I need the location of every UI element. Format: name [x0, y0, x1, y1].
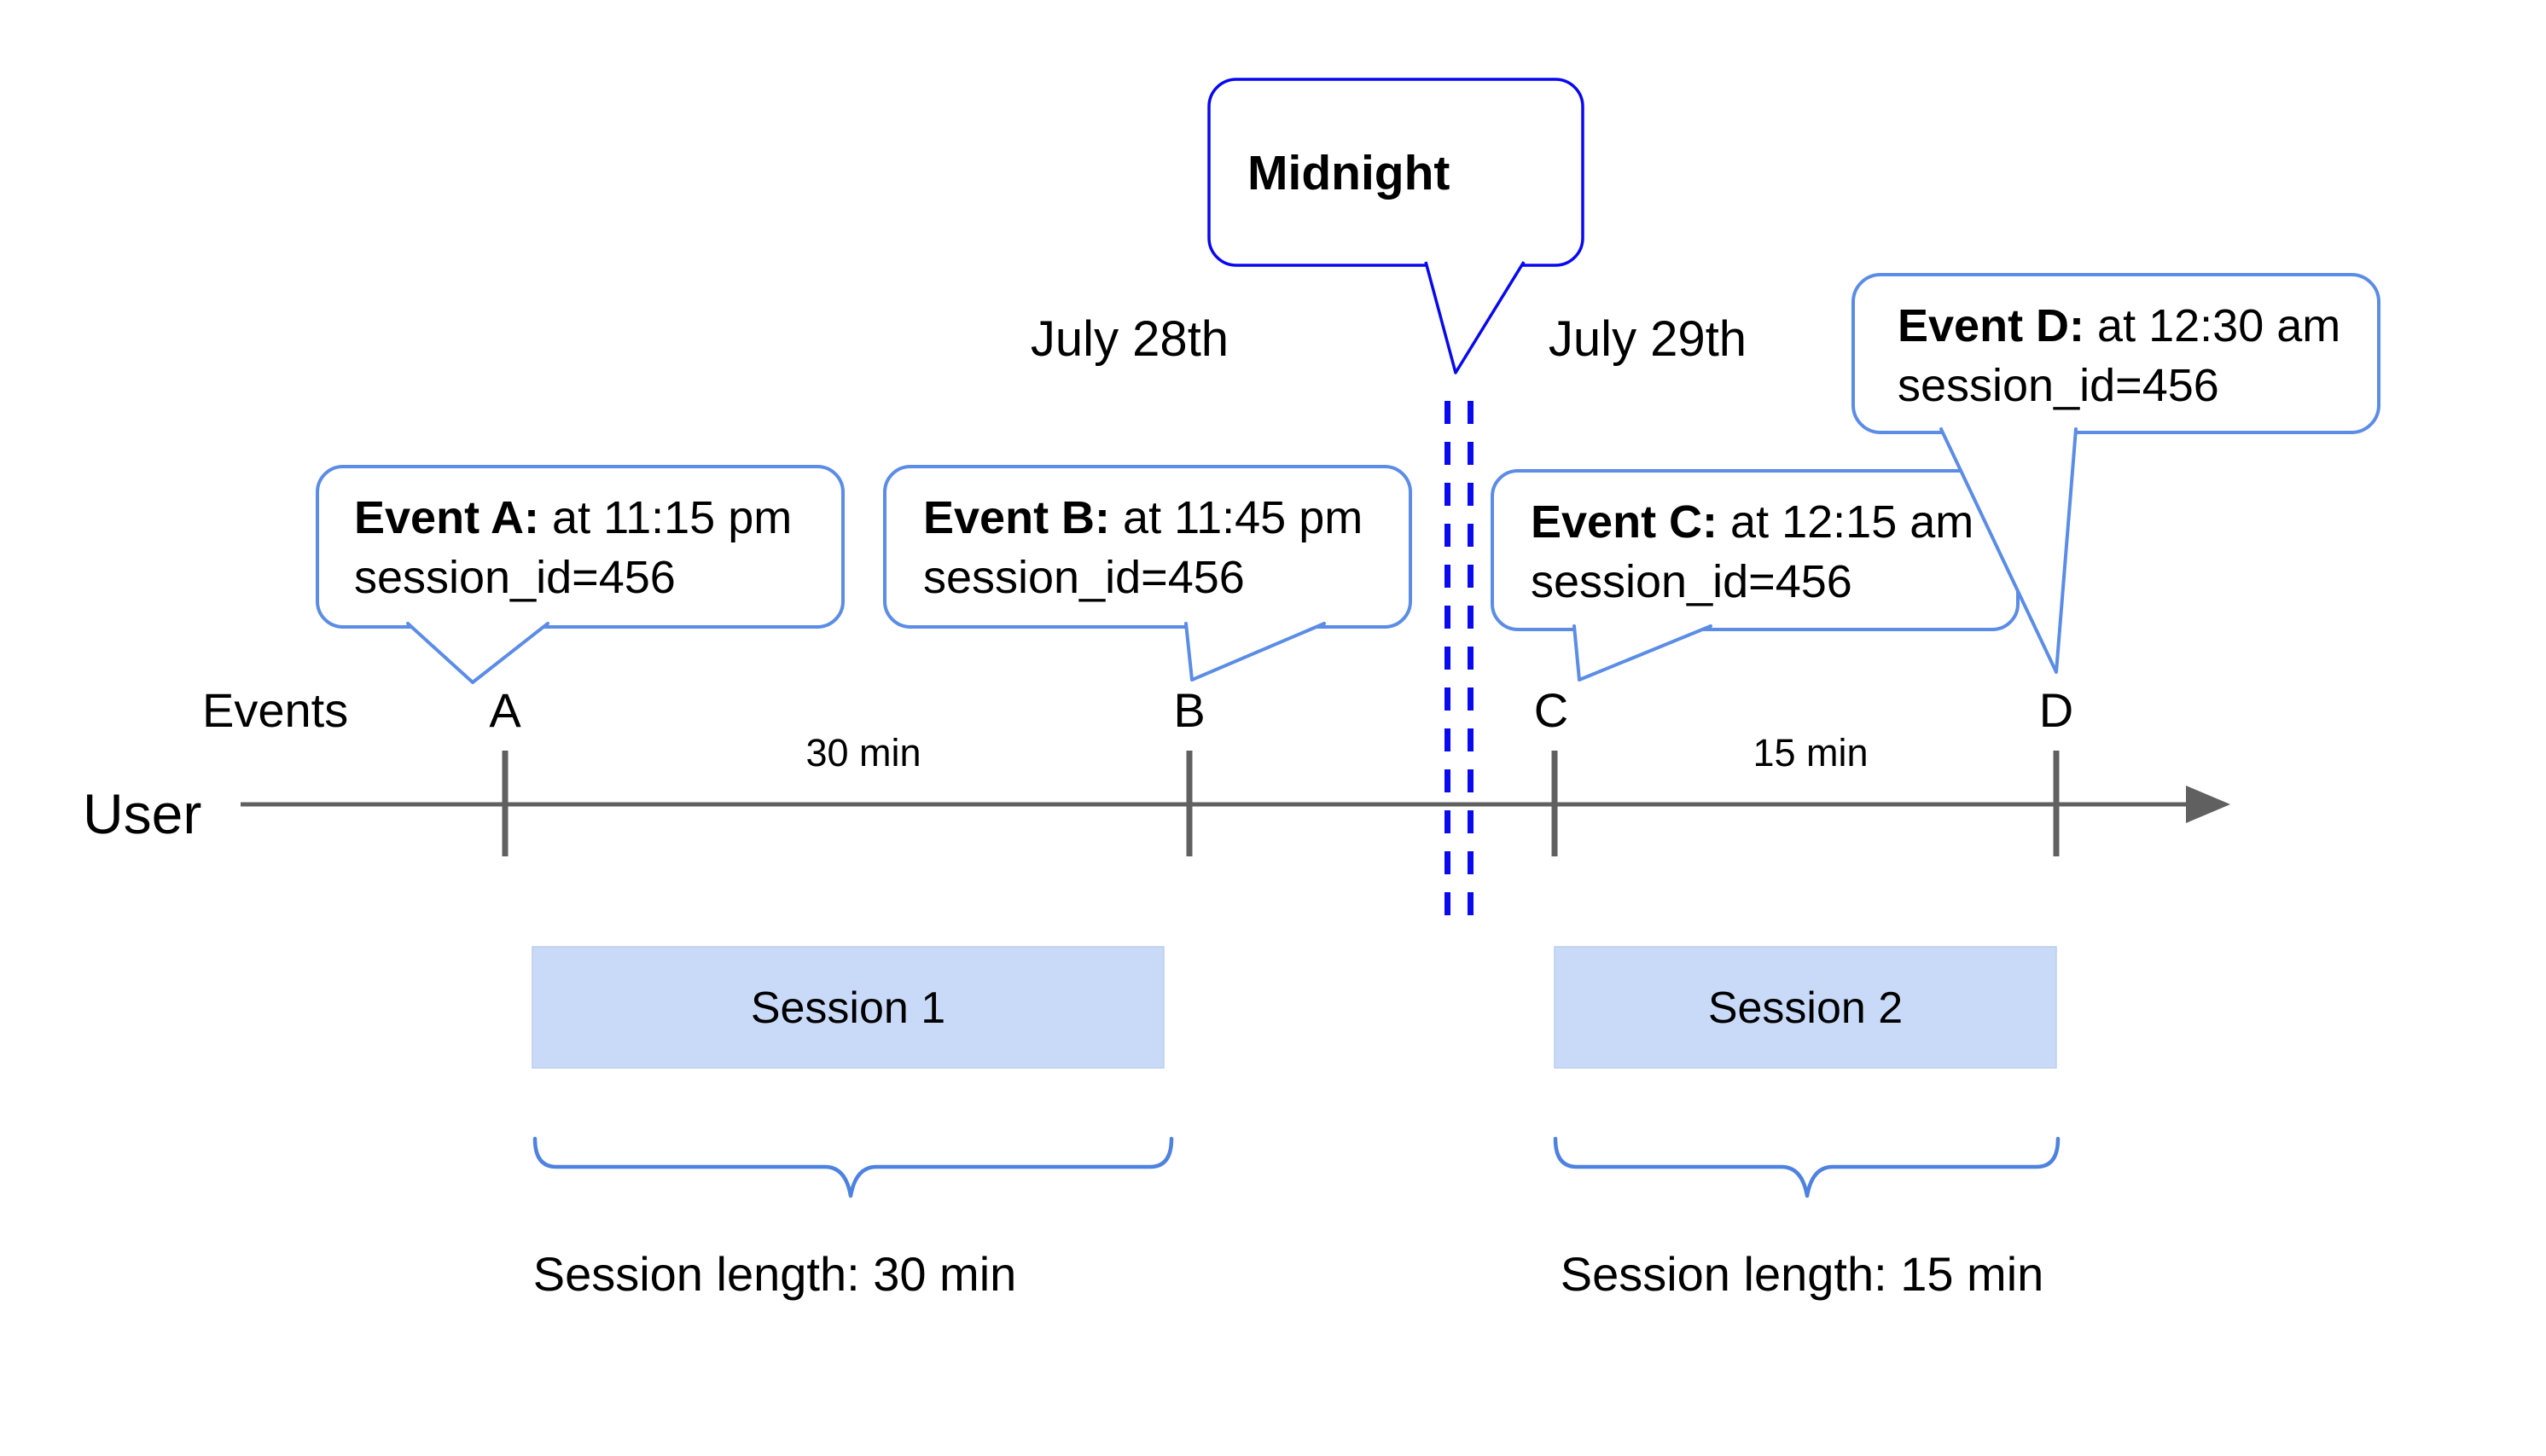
event-a-callout-tail: [406, 622, 549, 684]
event-d-line1: Event D: at 12:30 am: [1898, 300, 2340, 351]
event-b-line1: Event B: at 11:45 pm: [923, 492, 1363, 543]
midnight-callout: Midnight: [1207, 78, 1584, 374]
event-c-callout-tail: [1572, 624, 1712, 682]
midnight-callout-box: [1207, 78, 1584, 267]
session-1-brace: [532, 1136, 1174, 1198]
session-2-block: Session 2 Session length: 15 min: [1553, 946, 2061, 1301]
events-row-label: Events: [202, 683, 348, 737]
user-row-label: User: [83, 782, 201, 845]
timeline-arrowhead-icon: [2186, 786, 2230, 823]
interval-label-30min: 30 min: [805, 731, 921, 774]
event-callout-a: Event A: at 11:15 pm session_id=456: [316, 465, 845, 684]
event-callout-d: Event D: at 12:30 am session_id=456: [1851, 273, 2380, 674]
event-a-callout-box: [316, 465, 845, 629]
event-d-callout-box: [1851, 273, 2380, 434]
event-a-session-id: session_id=456: [354, 552, 676, 603]
interval-label-15min: 15 min: [1753, 731, 1868, 774]
session-2-brace: [1553, 1136, 2061, 1198]
event-b-callout-tail: [1184, 622, 1326, 682]
session-1-block: Session 1 Session length: 30 min: [532, 946, 1174, 1301]
event-a-line1: Event A: at 11:15 pm: [354, 492, 792, 543]
event-b-session-id: session_id=456: [923, 552, 1245, 603]
event-c-session-id: session_id=456: [1531, 556, 1852, 607]
tick-label-c: C: [1534, 683, 1568, 737]
event-d-session-id: session_id=456: [1898, 360, 2219, 411]
event-c-line1: Event C: at 12:15 am: [1531, 496, 1973, 548]
event-d-callout-tail: [1939, 427, 2078, 674]
session-1-length-label: Session length: 30 min: [533, 1247, 1017, 1301]
midnight-callout-label: Midnight: [1247, 146, 1450, 200]
tick-label-d: D: [2039, 683, 2073, 737]
event-callout-c: Event C: at 12:15 am session_id=456: [1491, 469, 2020, 682]
midnight-callout-tail: [1424, 261, 1526, 374]
tick-label-a: A: [489, 683, 521, 737]
event-callout-b: Event B: at 11:45 pm session_id=456: [883, 465, 1412, 682]
tick-label-b: B: [1173, 683, 1205, 737]
session-1-label: Session 1: [751, 983, 945, 1033]
event-b-callout-box: [883, 465, 1412, 629]
user-timeline: [241, 751, 2230, 856]
session-2-label: Session 2: [1708, 983, 1903, 1033]
session-2-length-label: Session length: 15 min: [1561, 1247, 2044, 1301]
session-1-box: [532, 946, 1165, 1069]
date-label-july-29: July 29th: [1549, 311, 1747, 367]
date-label-july-28: July 28th: [1031, 311, 1229, 367]
session-2-box: [1554, 946, 2057, 1069]
midnight-divider: [1444, 401, 1474, 915]
